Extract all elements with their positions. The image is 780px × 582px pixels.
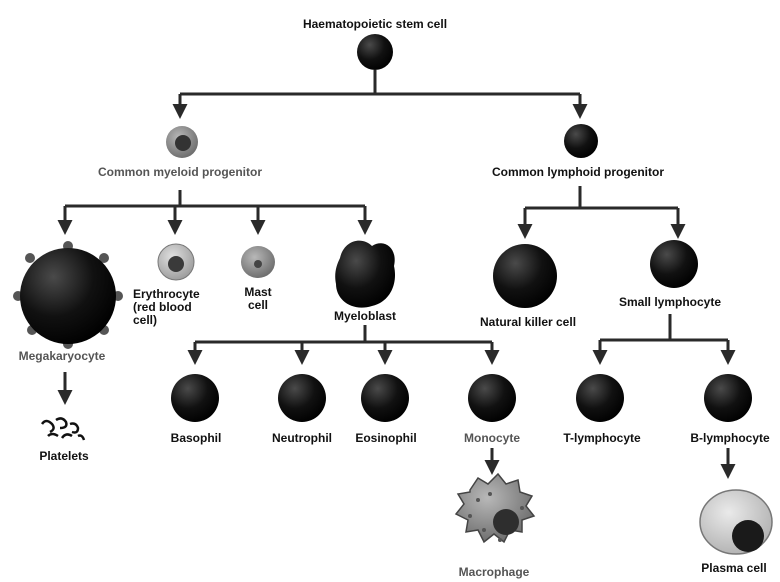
myeloid-progenitor-cell (166, 126, 198, 158)
plasma-cell (699, 489, 773, 555)
basophil-cell (171, 374, 219, 422)
macrophage-label: Macrophage (458, 565, 530, 579)
b-lymphocyte-cell (704, 374, 752, 422)
neutrophil-cell (278, 374, 326, 422)
eosinophil-cell (361, 374, 409, 422)
platelets-icon (40, 417, 86, 441)
small-lymphocyte-label: Small lymphocyte (618, 295, 722, 309)
connector-myeloid-split (65, 190, 365, 208)
megakaryocyte-label: Megakaryocyte (18, 349, 106, 363)
erythrocyte-label: Erythrocyte (red blood cell) (133, 287, 200, 327)
platelets-label: Platelets (39, 449, 89, 463)
mast-cell-label: Mast cell (244, 285, 272, 312)
connector-stem-split (180, 70, 580, 96)
t-lymphocyte-cell (576, 374, 624, 422)
natural-killer-label: Natural killer cell (479, 315, 577, 329)
natural-killer-cell (493, 244, 557, 308)
myeloblast-label: Myeloblast (333, 309, 397, 323)
b-lymphocyte-label: B-lymphocyte (690, 431, 770, 445)
neutrophil-label: Neutrophil (272, 431, 332, 445)
stem-cell-label: Haematopoietic stem cell (302, 17, 448, 31)
connector-myeloblast-split (195, 325, 492, 344)
plasma-cell-label: Plasma cell (701, 561, 767, 575)
lymphoid-progenitor-label: Common lymphoid progenitor (492, 165, 664, 179)
lymphoid-progenitor-cell (564, 124, 598, 158)
basophil-label: Basophil (170, 431, 222, 445)
macrophage-cell (454, 472, 536, 544)
connectors (57, 70, 736, 479)
erythrocyte-cell (157, 243, 195, 281)
monocyte-label: Monocyte (463, 431, 521, 445)
small-lymphocyte-cell (650, 240, 698, 288)
megakaryocyte-cell (13, 241, 123, 349)
myeloblast-cell (335, 240, 396, 308)
connector-lymphoid-split (525, 186, 678, 210)
monocyte-cell (468, 374, 516, 422)
t-lymphocyte-label: T-lymphocyte (563, 431, 641, 445)
mast-cell (241, 246, 275, 278)
eosinophil-label: Eosinophil (355, 431, 417, 445)
connector-small-lymphocyte-split (600, 314, 728, 342)
myeloid-progenitor-label: Common myeloid progenitor (97, 165, 263, 179)
stem-cell (357, 34, 393, 70)
